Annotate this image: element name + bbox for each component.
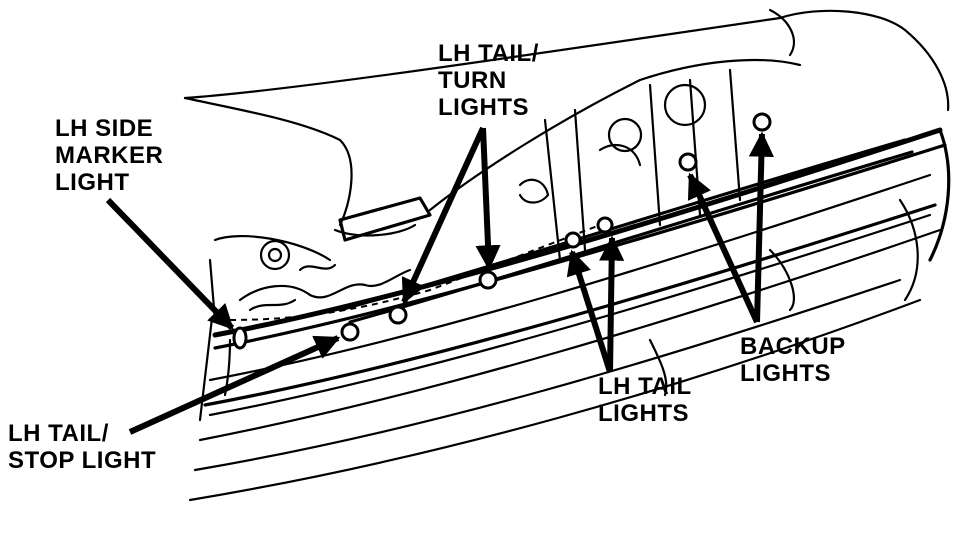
label-line: MARKER	[55, 142, 164, 169]
lamp-locations	[232, 112, 772, 350]
tail-turn-lamp-1	[388, 305, 408, 325]
arrow-side-marker	[105, 197, 235, 331]
arrow-tail-turn-2	[475, 127, 501, 271]
arrow-tail-lights-1	[566, 249, 613, 373]
side-marker-lamp	[232, 326, 248, 350]
label-tail-lights: LH TAIL LIGHTS	[598, 373, 692, 427]
label-line: LH TAIL/	[438, 40, 539, 67]
tail-lamp-1	[564, 231, 582, 249]
label-tail-stop-light: LH TAIL/ STOP LIGHT	[8, 420, 156, 474]
tail-stop-lamp	[340, 322, 360, 342]
label-line: STOP LIGHT	[8, 447, 157, 474]
label-line: LIGHTS	[740, 360, 831, 387]
label-line: BACKUP	[740, 333, 846, 360]
leader-arrows	[105, 126, 774, 435]
label-line: LIGHTS	[598, 400, 689, 427]
backup-lamp-1	[678, 152, 698, 172]
arrow-backup-2	[748, 131, 774, 323]
arrow-tail-lights-2	[599, 235, 625, 373]
arrow-tail-turn-1	[401, 126, 486, 305]
arrow-tail-stop	[128, 335, 341, 435]
label-backup-lights: BACKUP LIGHTS	[740, 333, 846, 387]
label-line: LH TAIL	[598, 373, 692, 400]
backup-lamp-2	[752, 112, 772, 132]
bumper-line-art	[183, 8, 951, 502]
label-line: LH TAIL/	[8, 420, 109, 447]
tail-lamp-2	[596, 216, 614, 234]
tail-turn-lamp-2	[478, 270, 498, 290]
label-tail-turn-lights: LH TAIL/ TURN LIGHTS	[438, 40, 539, 121]
arrow-backup-1	[687, 172, 760, 324]
label-line: LIGHT	[55, 169, 130, 196]
label-line: LIGHTS	[438, 94, 529, 121]
label-line: LH SIDE	[55, 115, 154, 142]
label-line: TURN	[438, 67, 507, 94]
label-side-marker-light: LH SIDE MARKER LIGHT	[55, 115, 163, 196]
